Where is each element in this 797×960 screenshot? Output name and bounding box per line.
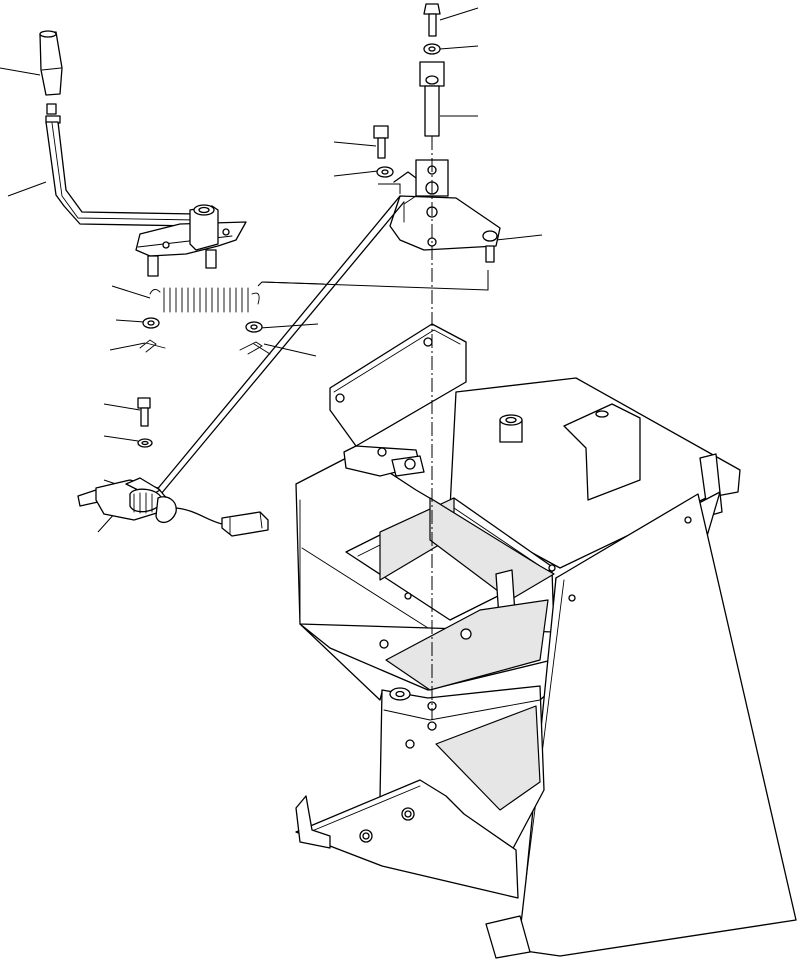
leader-switch-bolt: [103, 403, 141, 411]
leader-washer-mid: [333, 170, 379, 177]
leader-spring: [111, 285, 151, 299]
leader-lever: [7, 181, 47, 197]
switch-washer: [137, 438, 153, 448]
spring: [149, 270, 489, 313]
pin: [419, 61, 445, 137]
leader-washer-left: [115, 319, 145, 323]
leader-cotter-right: [263, 343, 317, 357]
washer-upper: [423, 43, 441, 55]
bolt-upper: [423, 3, 441, 37]
lever: [45, 115, 197, 227]
leader-plate: [495, 234, 543, 241]
bolt-mid: [373, 125, 389, 159]
washer-left: [142, 317, 160, 329]
switch-bolt: [137, 397, 151, 427]
switch-cable-upper: [149, 195, 401, 499]
lever-bracket: [135, 204, 247, 277]
switch-cable-upper-2: [155, 201, 405, 501]
cotter-pin-left: [139, 339, 166, 353]
washer-right: [245, 321, 263, 333]
washer-mid: [376, 166, 394, 178]
leader-switch-washer: [103, 435, 139, 442]
cotter-pin-right: [239, 341, 271, 355]
leader-knob: [0, 67, 41, 76]
leader-washer-upper: [439, 45, 479, 50]
leader-lines: [0, 7, 543, 533]
knob: [39, 30, 63, 115]
leader-bolt-upper: [439, 7, 479, 21]
stand-frame: [295, 323, 797, 959]
leader-cotter-left: [109, 342, 146, 351]
switch-connector: [221, 511, 269, 537]
leader-washer-right: [259, 323, 319, 329]
leader-bolt-mid: [333, 141, 377, 147]
limit-switch: [77, 477, 223, 525]
plate-bracket: [378, 159, 501, 263]
